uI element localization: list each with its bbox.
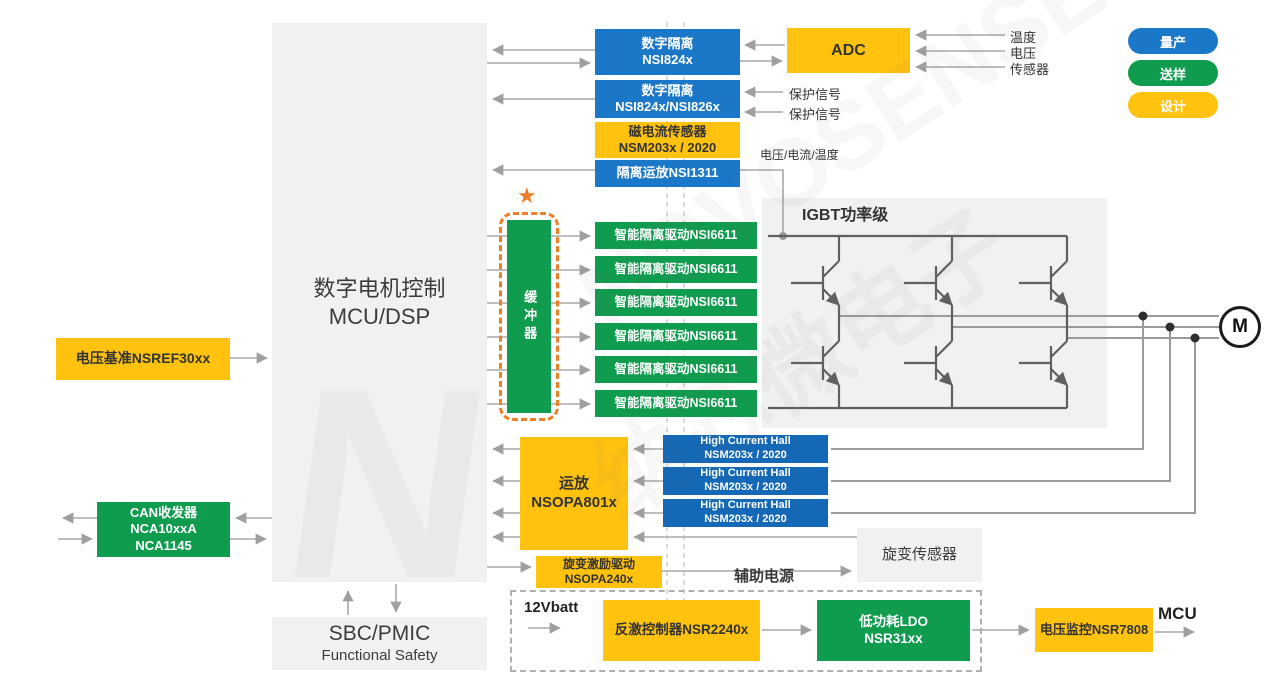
igbt-stage-title: IGBT功率级 bbox=[802, 207, 889, 224]
resolver-excitation-driver-block: 旋变激励驱动 NSOPA240x bbox=[536, 556, 662, 588]
ldo-block: 低功耗LDO NSR31xx bbox=[817, 600, 970, 661]
buffer-dashed-outline bbox=[499, 212, 559, 421]
igbt-power-stage-panel bbox=[762, 198, 1107, 428]
aux-power-dashed-box bbox=[510, 590, 982, 672]
star-icon: ★ bbox=[517, 183, 537, 208]
gate-driver-label: 智能隔离驱动NSI6611 bbox=[614, 261, 738, 276]
opamp-line2: NSOPA801x bbox=[531, 493, 617, 511]
legend-pill-sampling: 送样 bbox=[1128, 60, 1218, 86]
gate-driver-1-block: 智能隔离驱动NSI6611 bbox=[595, 222, 757, 249]
iso2-line1: 数字隔离 bbox=[641, 82, 694, 98]
iso-amp-label: 隔离运放NSI1311 bbox=[616, 165, 719, 181]
sbc-line2: Functional Safety bbox=[321, 647, 438, 665]
gate-driver-label: 智能隔离驱动NSI6611 bbox=[614, 328, 738, 343]
gate-driver-label: 智能隔离驱动NSI6611 bbox=[614, 361, 738, 376]
vref-label: 电压基准NSREF30xx bbox=[75, 350, 211, 367]
buffer-block: 缓冲器 bbox=[507, 220, 551, 413]
gate-driver-3-block: 智能隔离驱动NSI6611 bbox=[595, 289, 757, 316]
hall-line1: High Current Hall bbox=[700, 435, 791, 448]
hall-line2: NSM203x / 2020 bbox=[704, 449, 787, 461]
can-transceiver-block: CAN收发器 NCA10xxA NCA1145 bbox=[97, 502, 230, 557]
ldo-line2: NSR31xx bbox=[864, 630, 923, 646]
buffer-label: 缓冲器 bbox=[522, 289, 538, 344]
iso1-line2: NSI824x bbox=[642, 52, 693, 67]
gate-driver-label: 智能隔离驱动NSI6611 bbox=[614, 227, 738, 242]
mcu-dsp-block: 数字电机控制 MCU/DSP bbox=[272, 23, 487, 582]
voltage-reference-block: 电压基准NSREF30xx bbox=[56, 338, 230, 380]
hall-sensor-1-block: High Current Hall NSM203x / 2020 bbox=[663, 435, 828, 463]
hall-line2: NSM203x / 2020 bbox=[704, 481, 787, 493]
voltage-current-temp-label: 电压/电流/温度 bbox=[760, 148, 839, 162]
motor-label: M bbox=[1232, 316, 1248, 337]
motor-symbol: M bbox=[1219, 306, 1261, 348]
can-line1: CAN收发器 bbox=[129, 505, 198, 521]
igbt-bridge-circuit bbox=[768, 234, 1069, 410]
aux-power-title: 辅助电源 bbox=[733, 568, 794, 585]
protect-signal-label-2: 保护信号 bbox=[789, 107, 842, 122]
ldo-line1: 低功耗LDO bbox=[859, 613, 928, 629]
mag-sensor-line1: 磁电流传感器 bbox=[628, 123, 707, 139]
gate-driver-label: 智能隔离驱动NSI6611 bbox=[614, 294, 738, 309]
gate-driver-6-block: 智能隔离驱动NSI6611 bbox=[595, 390, 757, 417]
digital-isolator-2-block: 数字隔离 NSI824x/NSI826x bbox=[595, 80, 740, 118]
signal-connectors bbox=[58, 29, 1195, 638]
adc-input-sensor-label: 传感器 bbox=[1010, 62, 1050, 77]
isolated-amplifier-block: 隔离运放NSI1311 bbox=[595, 160, 740, 187]
hall-sensor-2-block: High Current Hall NSM203x / 2020 bbox=[663, 467, 828, 495]
flyback-label: 反激控制器NSR2240x bbox=[614, 622, 749, 638]
resolver-label: 旋变传感器 bbox=[881, 545, 957, 563]
magnetic-current-sensor-block: 磁电流传感器 NSM203x / 2020 bbox=[595, 122, 740, 158]
mcu-title-line2: MCU/DSP bbox=[328, 303, 431, 329]
adc-block: ADC bbox=[787, 28, 910, 73]
adc-input-temperature-label: 温度 bbox=[1010, 30, 1037, 45]
gate-driver-2-block: 智能隔离驱动NSI6611 bbox=[595, 256, 757, 283]
protect-signal-label-1: 保护信号 bbox=[789, 87, 842, 102]
gate-driver-5-block: 智能隔离驱动NSI6611 bbox=[595, 356, 757, 383]
phase-junction-dots bbox=[1138, 311, 1200, 343]
opamp-line1: 运放 bbox=[558, 474, 589, 492]
gate-driver-4-block: 智能隔离驱动NSI6611 bbox=[595, 323, 757, 350]
hall-line1: High Current Hall bbox=[700, 499, 791, 512]
voltage-monitor-label: 电压监控NSR7808 bbox=[1039, 621, 1149, 637]
mcu-output-label: MCU bbox=[1158, 604, 1197, 623]
hall-line2: NSM203x / 2020 bbox=[704, 513, 787, 525]
mcu-title-line1: 数字电机控制 bbox=[313, 276, 446, 301]
flyback-controller-block: 反激控制器NSR2240x bbox=[603, 600, 760, 661]
resolver-sensor-block: 旋变传感器 bbox=[857, 528, 982, 582]
voltage-monitor-block: 电压监控NSR7808 bbox=[1035, 608, 1153, 652]
iso2-line2: NSI824x/NSI826x bbox=[615, 99, 720, 114]
hall-sensor-3-block: High Current Hall NSM203x / 2020 bbox=[663, 499, 828, 527]
legend-pill-design: 设计 bbox=[1128, 92, 1218, 118]
battery-input-label: 12Vbatt bbox=[524, 599, 579, 616]
sbc-line1: SBC/PMIC bbox=[328, 622, 431, 645]
adc-input-voltage-label: 电压 bbox=[1010, 46, 1037, 61]
digital-isolator-1-block: 数字隔离 NSI824x bbox=[595, 29, 740, 75]
legend-pill-mass-production: 量产 bbox=[1128, 28, 1218, 54]
excite-line1: 旋变激励驱动 bbox=[562, 557, 635, 571]
opamp-block: 运放 NSOPA801x bbox=[520, 437, 628, 550]
mag-sensor-line2: NSM203x / 2020 bbox=[618, 140, 717, 155]
hall-line1: High Current Hall bbox=[700, 467, 791, 480]
can-line3: NCA1145 bbox=[135, 537, 192, 553]
gate-driver-label: 智能隔离驱动NSI6611 bbox=[614, 395, 738, 410]
sbc-pmic-block: SBC/PMIC Functional Safety bbox=[272, 617, 487, 670]
can-line2: NCA10xxA bbox=[130, 521, 197, 537]
iso1-line1: 数字隔离 bbox=[641, 35, 694, 51]
motor-phase-lines bbox=[831, 315, 1219, 514]
excite-line2: NSOPA240x bbox=[564, 572, 634, 586]
adc-label: ADC bbox=[831, 41, 866, 59]
